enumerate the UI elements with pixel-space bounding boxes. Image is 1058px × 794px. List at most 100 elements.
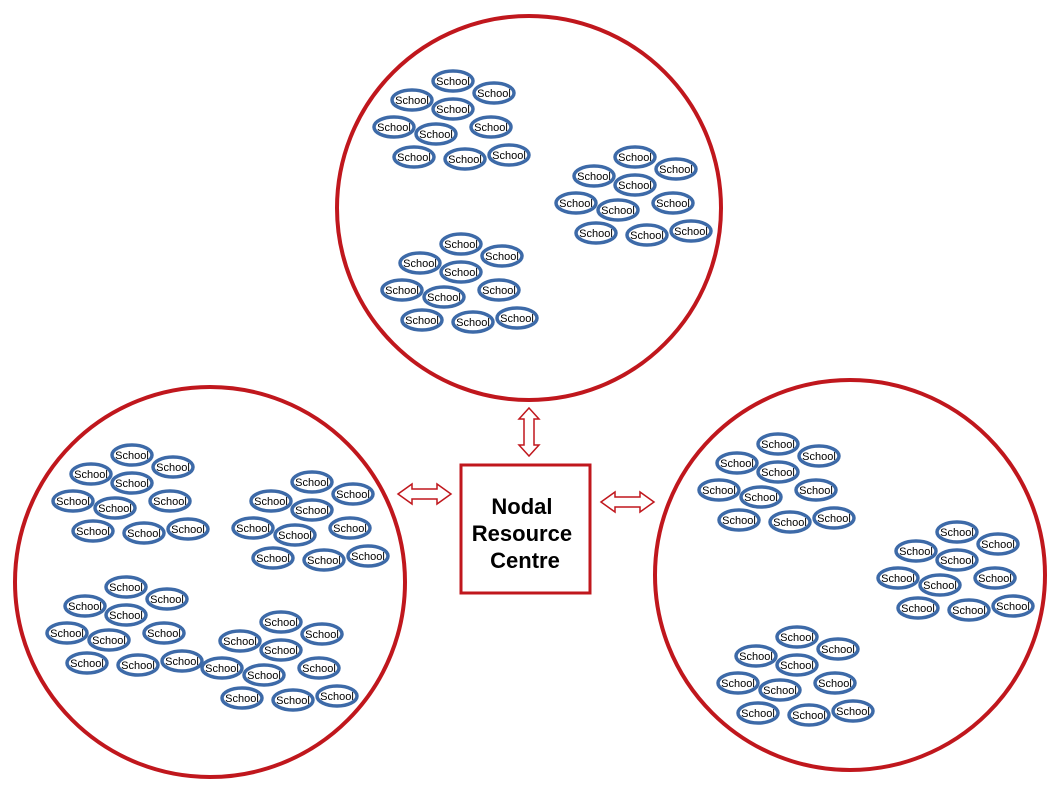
school-ellipse xyxy=(400,308,444,332)
school-node: School xyxy=(654,157,698,181)
school-label: School xyxy=(276,695,310,707)
school-label: School xyxy=(68,601,102,613)
school-node: School xyxy=(414,122,458,146)
school-node: School xyxy=(991,594,1035,618)
school-label: School xyxy=(76,526,110,538)
school-node: School xyxy=(451,310,495,334)
school-label: School xyxy=(739,651,773,663)
school-ellipse xyxy=(290,498,334,522)
school-ellipse xyxy=(935,520,979,544)
school-label: School xyxy=(92,635,126,647)
school-label: School xyxy=(618,152,652,164)
school-node: School xyxy=(495,306,539,330)
school-ellipse xyxy=(200,656,244,680)
school-label: School xyxy=(278,530,312,542)
school-ellipse xyxy=(151,455,195,479)
school-ellipse xyxy=(625,223,669,247)
school-node: School xyxy=(876,566,920,590)
region-circle-top xyxy=(335,14,723,402)
school-label: School xyxy=(817,513,851,525)
school-label: School xyxy=(901,603,935,615)
school-ellipse xyxy=(331,482,375,506)
school-label: School xyxy=(477,88,511,100)
school-ellipse xyxy=(380,278,424,302)
school-label: School xyxy=(336,489,370,501)
school-node: School xyxy=(787,703,831,727)
school-label: School xyxy=(952,605,986,617)
school-node: School xyxy=(947,598,991,622)
school-label: School xyxy=(721,678,755,690)
school-ellipse xyxy=(116,653,160,677)
school-ellipse xyxy=(273,523,317,547)
school-label: School xyxy=(70,658,104,670)
school-node: School xyxy=(572,164,616,188)
school-ellipse xyxy=(148,489,192,513)
school-cluster-left: SchoolSchoolSchoolSchoolSchoolSchoolScho… xyxy=(200,610,359,712)
school-label: School xyxy=(940,555,974,567)
school-label: School xyxy=(236,523,270,535)
school-node: School xyxy=(271,688,315,712)
school-label: School xyxy=(305,629,339,641)
school-node: School xyxy=(768,510,812,534)
school-ellipse xyxy=(259,638,303,662)
school-ellipse xyxy=(469,115,513,139)
school-label: School xyxy=(205,663,239,675)
school-ellipse xyxy=(572,164,616,188)
school-node: School xyxy=(398,251,442,275)
school-label: School xyxy=(577,171,611,183)
nodal-resource-centre-box xyxy=(459,463,592,595)
school-ellipse xyxy=(439,232,483,256)
school-ellipse xyxy=(654,157,698,181)
school-label: School xyxy=(485,251,519,263)
school-node: School xyxy=(392,145,436,169)
school-node: School xyxy=(290,498,334,522)
school-label: School xyxy=(121,660,155,672)
school-node: School xyxy=(315,684,359,708)
school-ellipse xyxy=(894,539,938,563)
school-node: School xyxy=(716,671,760,695)
school-label: School xyxy=(720,458,754,470)
school-ellipse xyxy=(775,625,819,649)
school-cluster-left: SchoolSchoolSchoolSchoolSchoolSchoolScho… xyxy=(231,470,390,572)
school-cluster-left: SchoolSchoolSchoolSchoolSchoolSchoolScho… xyxy=(45,575,204,677)
school-label: School xyxy=(761,439,795,451)
school-label: School xyxy=(295,505,329,517)
school-node: School xyxy=(613,173,657,197)
school-node: School xyxy=(110,443,154,467)
school-label: School xyxy=(978,573,1012,585)
school-cluster-top: SchoolSchoolSchoolSchoolSchoolSchoolScho… xyxy=(554,145,713,247)
school-ellipse xyxy=(669,219,713,243)
school-node: School xyxy=(431,97,475,121)
school-ellipse xyxy=(472,81,516,105)
school-label: School xyxy=(702,485,736,497)
school-label: School xyxy=(601,205,635,217)
school-ellipse xyxy=(812,506,856,530)
school-label: School xyxy=(923,580,957,592)
school-node: School xyxy=(45,621,89,645)
school-label: School xyxy=(307,555,341,567)
school-label: School xyxy=(763,685,797,697)
school-node: School xyxy=(973,566,1017,590)
school-label: School xyxy=(436,76,470,88)
school-label: School xyxy=(674,226,708,238)
school-node: School xyxy=(300,622,344,646)
school-label: School xyxy=(156,462,190,474)
school-node: School xyxy=(697,478,741,502)
school-ellipse xyxy=(218,629,262,653)
school-label: School xyxy=(225,693,259,705)
school-ellipse xyxy=(315,684,359,708)
school-ellipse xyxy=(110,471,154,495)
school-ellipse xyxy=(787,703,831,727)
school-node: School xyxy=(218,629,262,653)
school-node: School xyxy=(812,506,856,530)
school-node: School xyxy=(918,573,962,597)
school-ellipse xyxy=(876,566,920,590)
school-label: School xyxy=(656,198,690,210)
school-label: School xyxy=(500,313,534,325)
school-node: School xyxy=(63,594,107,618)
school-label: School xyxy=(115,450,149,462)
school-label: School xyxy=(448,154,482,166)
school-ellipse xyxy=(422,285,466,309)
school-ellipse xyxy=(651,191,695,215)
school-node: School xyxy=(797,444,841,468)
